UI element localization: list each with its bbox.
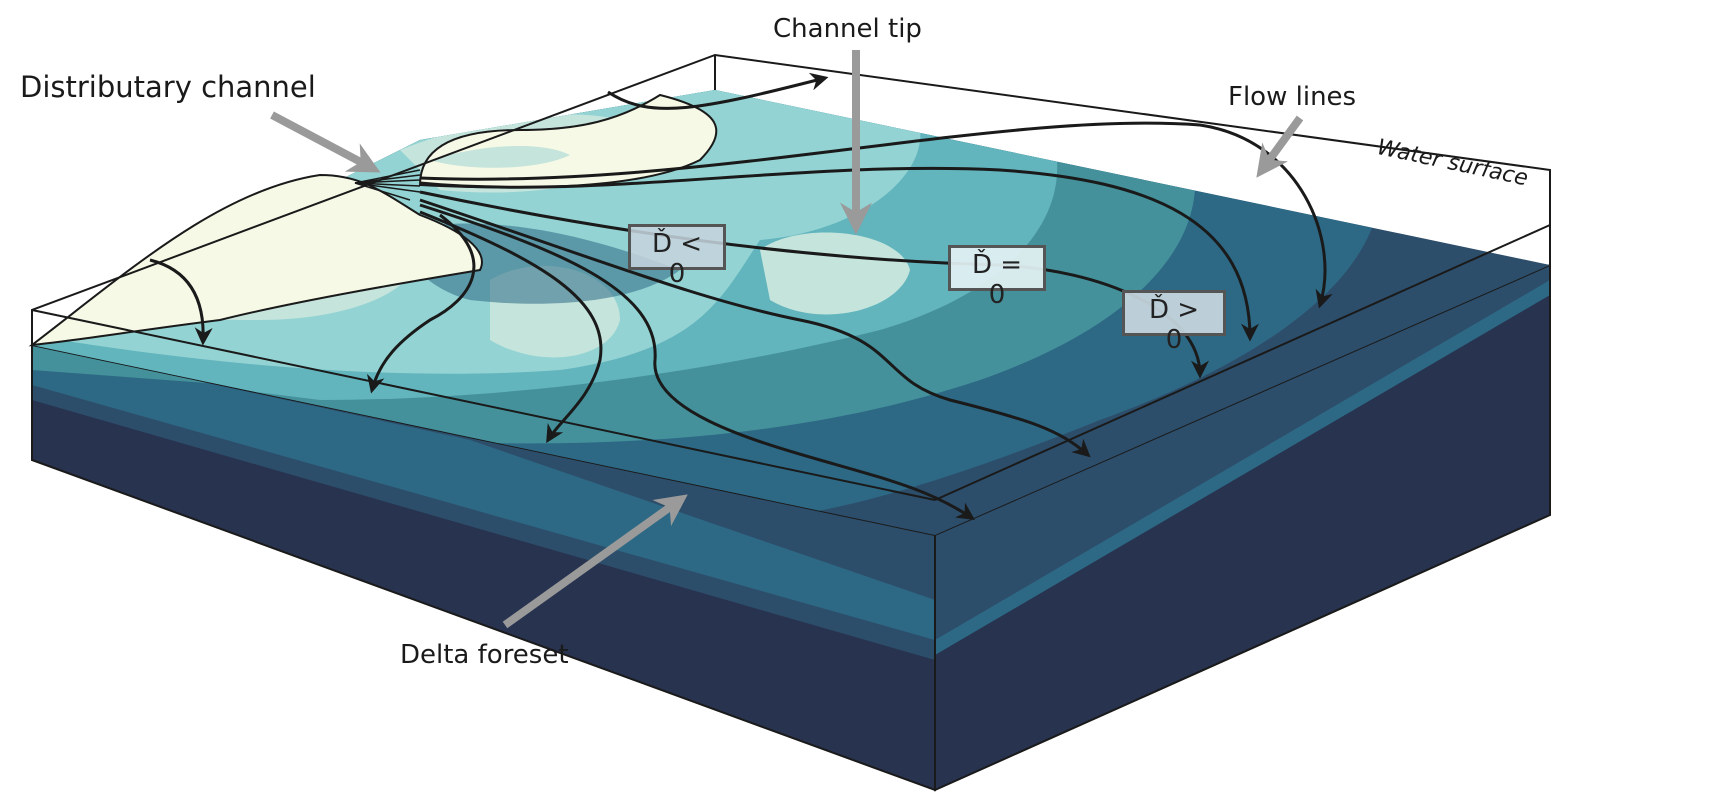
flow-line <box>419 121 1333 309</box>
pointer-arrows <box>270 50 1304 629</box>
right-face <box>934 263 1551 792</box>
channel-tip-label: Channel tip <box>773 14 922 44</box>
d-positive-box: Ď > 0 <box>1122 290 1226 355</box>
flow-line <box>419 198 1091 458</box>
water-surface-box <box>31 53 1551 501</box>
left-front-face <box>31 343 936 792</box>
flow-line <box>419 203 975 520</box>
d-negative-box: Ď < 0 <box>628 224 726 289</box>
d-zero-box: Ď = 0 <box>948 245 1046 310</box>
flow-line <box>607 72 829 110</box>
levee-mound-left <box>28 173 483 347</box>
flow-line <box>149 258 213 346</box>
distributary-pointer-arrow <box>270 111 381 173</box>
flow-line <box>419 166 1259 342</box>
delta-foreset-label: Delta foreset <box>400 640 569 670</box>
flow-lines-label: Flow lines <box>1228 82 1357 112</box>
distributary-channel-lines <box>354 169 421 201</box>
flow-line <box>367 213 476 394</box>
flow-line <box>419 210 603 444</box>
flow-lines-pointer-arrow <box>1256 115 1304 178</box>
distributary-channel-label: Distributary channel <box>20 70 316 104</box>
delta-foreset-pointer-arrow <box>502 494 688 629</box>
